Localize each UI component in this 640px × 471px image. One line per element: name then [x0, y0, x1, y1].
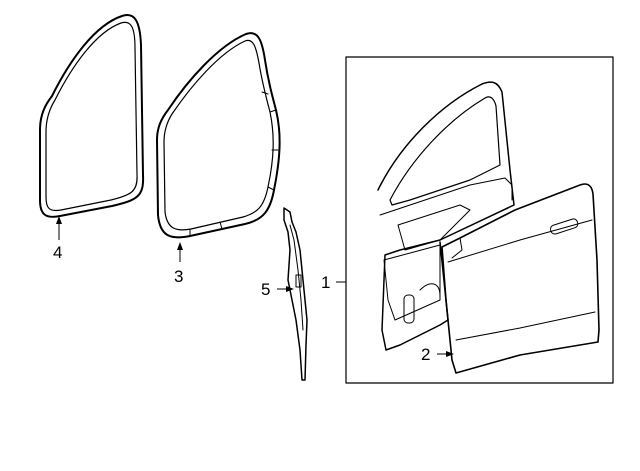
assembly-frame: [345, 56, 614, 384]
callout-3: 3: [174, 267, 183, 286]
callout-2: 2: [421, 345, 430, 364]
callout-4: 4: [53, 243, 62, 262]
seal-strip-5: [283, 207, 308, 381]
door-shell-1: [377, 81, 515, 351]
leader-lines: [56, 216, 454, 357]
weatherstrip-4: [39, 14, 145, 218]
weatherstrip-3: [156, 32, 281, 239]
door-panel-2: [441, 183, 600, 374]
callout-5: 5: [261, 280, 270, 299]
callout-1: 1: [321, 273, 330, 292]
